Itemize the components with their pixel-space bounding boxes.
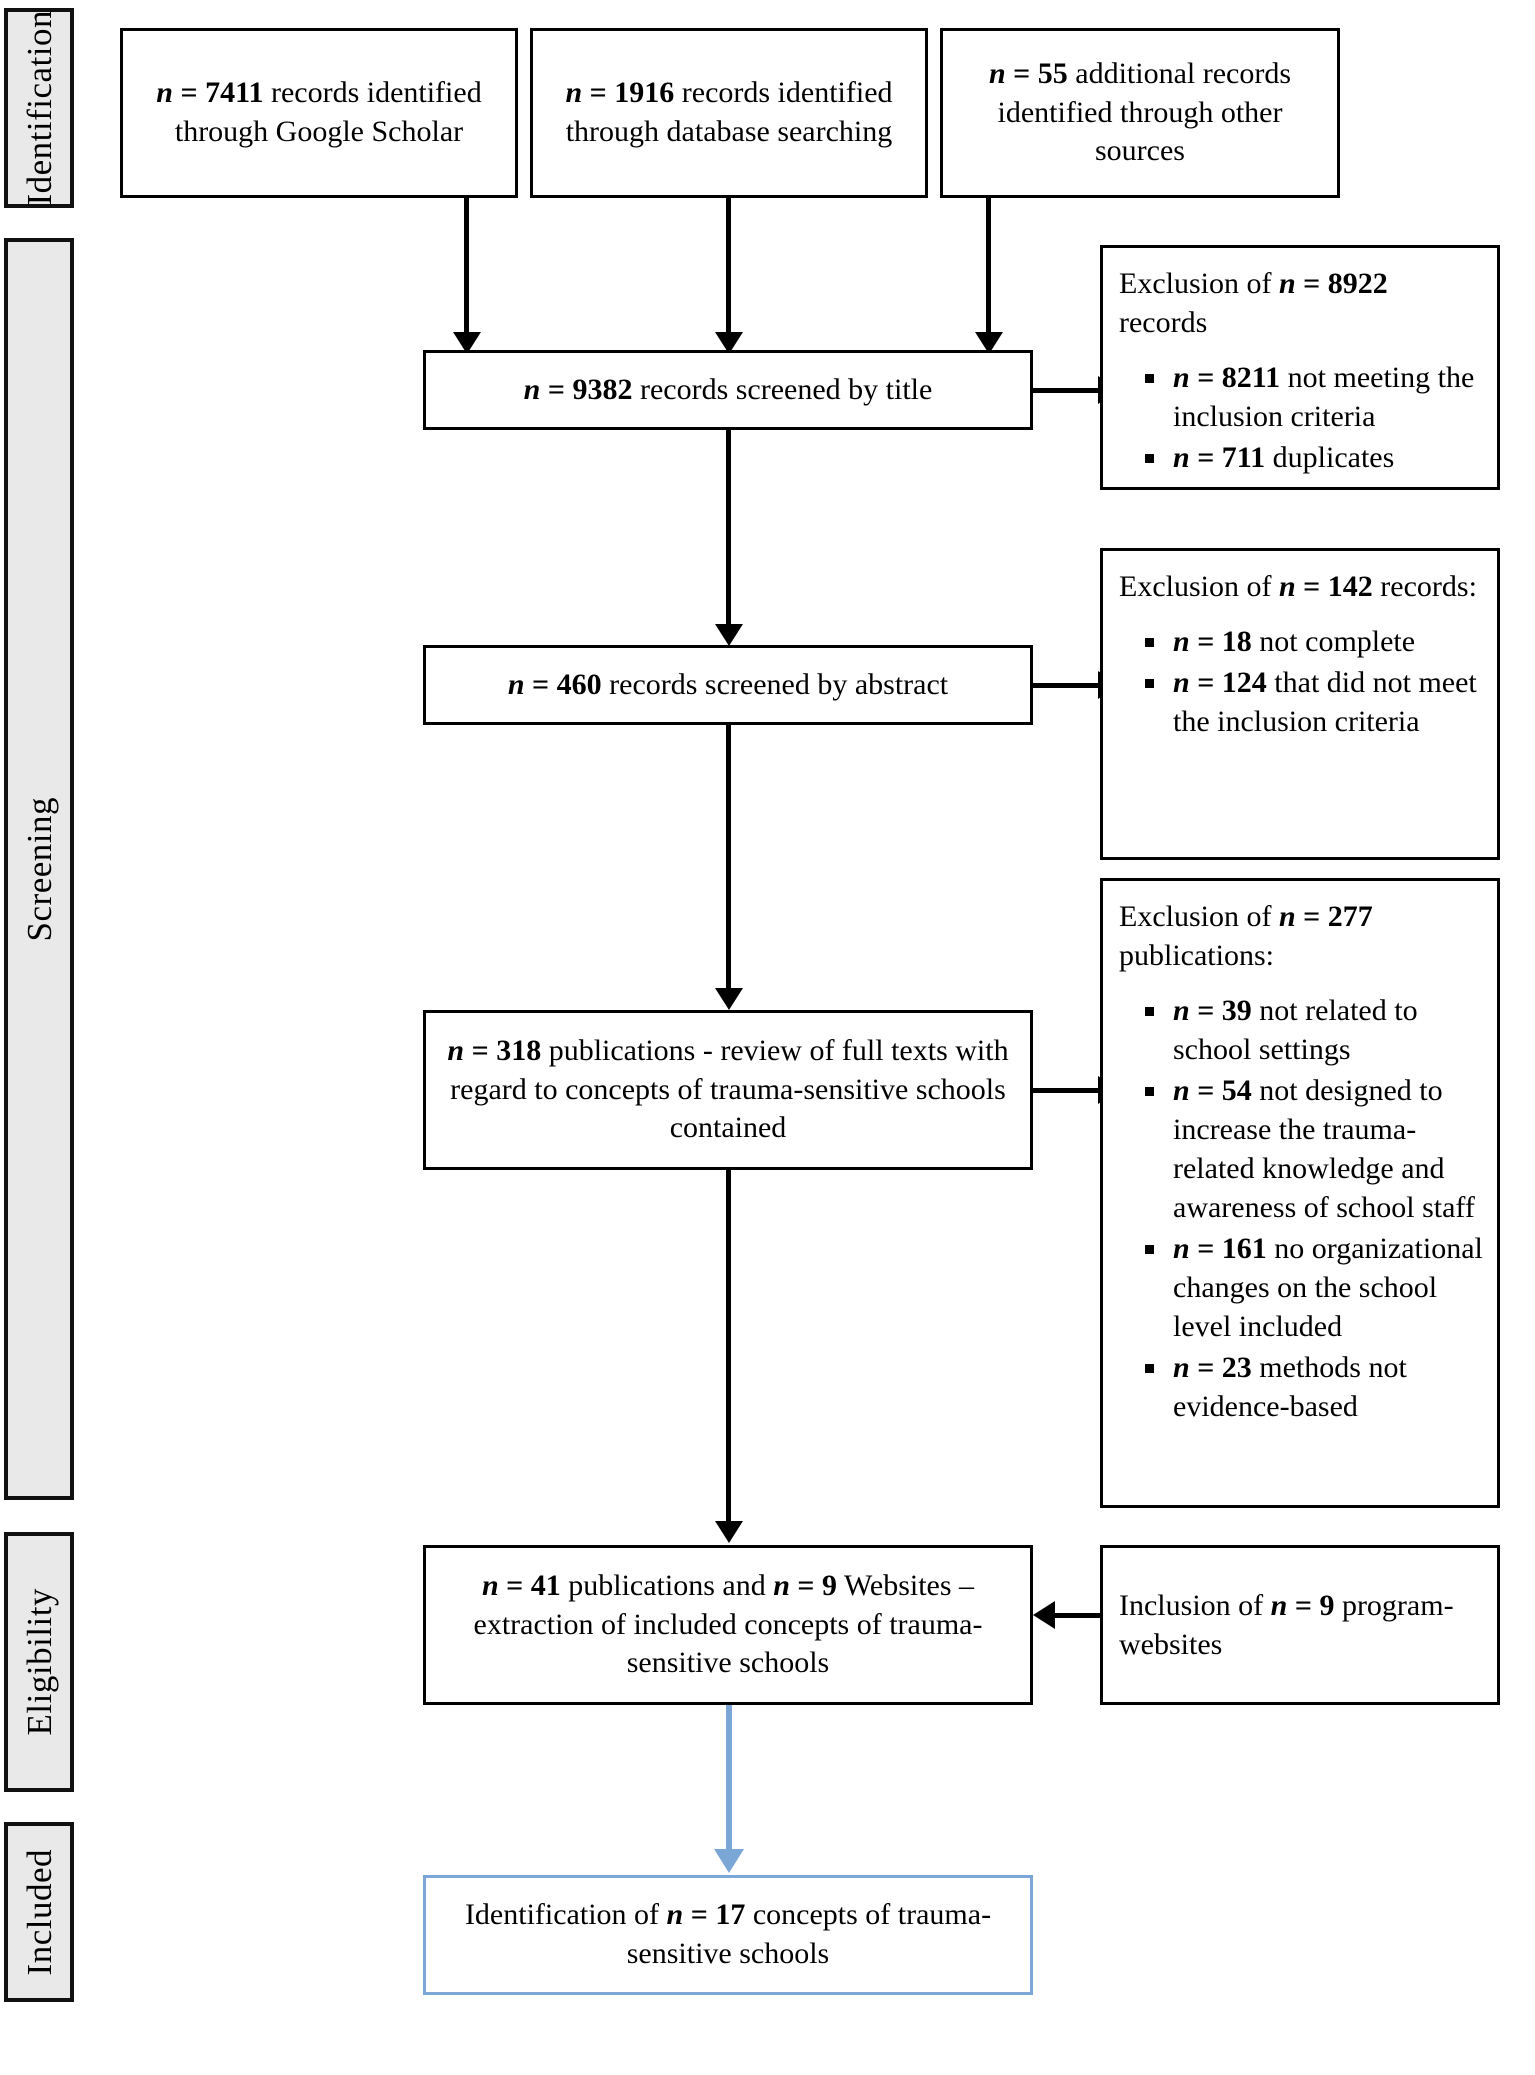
flow-box-fulltext-review: n = 318 publications - review of full te… [423, 1010, 1033, 1170]
stage-label-identification: Identification [4, 8, 74, 208]
connector-line-abstract-to-fulltext [726, 725, 731, 995]
stage-label-included: Included [4, 1822, 74, 2002]
exclusion-box-3-list: n = 39 not related to school settings n … [1103, 991, 1497, 1428]
connector-arrow-final [714, 1849, 744, 1873]
connector-line-final [726, 1705, 732, 1855]
connector-line-source3 [986, 198, 991, 338]
flow-box-final-concepts-text: Identification of n = 17 concepts of tra… [464, 1898, 992, 1970]
source-box-google-scholar-text: n = 7411 records identified through Goog… [156, 76, 482, 148]
connector-arrow-title-to-abstract [715, 624, 743, 646]
stage-label-included-text: Included [19, 1848, 59, 1976]
exclusion-list-item: n = 8211 not meeting the inclusion crite… [1143, 358, 1487, 436]
connector-line-source1 [464, 198, 469, 338]
flow-box-extraction: n = 41 publications and n = 9 Websites –… [423, 1545, 1033, 1705]
connector-line-exclusion2 [1033, 683, 1101, 688]
inclusion-box-program-websites-text: Inclusion of n = 9 program-websites [1119, 1589, 1454, 1661]
exclusion-box-1-list: n = 8211 not meeting the inclusion crite… [1103, 358, 1497, 479]
exclusion-list-item: n = 161 no organizational changes on the… [1143, 1229, 1487, 1346]
connector-line-source2 [726, 198, 731, 338]
flow-box-fulltext-review-text: n = 318 publications - review of full te… [447, 1033, 1009, 1145]
flow-box-screened-by-abstract-text: n = 460 records screened by abstract [507, 667, 949, 701]
exclusion-box-2-list: n = 18 not complete n = 124 that did not… [1103, 622, 1497, 743]
source-box-other-sources-text: n = 55 additional records identified thr… [988, 56, 1292, 168]
source-box-other-sources: n = 55 additional records identified thr… [940, 28, 1340, 198]
exclusion-list-item: n = 23 methods not evidence-based [1143, 1348, 1487, 1426]
exclusion-list-item: n = 18 not complete [1143, 622, 1487, 661]
flow-box-screened-by-title: n = 9382 records screened by title [423, 350, 1033, 430]
exclusion-list-item: n = 54 not designed to increase the trau… [1143, 1071, 1487, 1227]
stage-label-identification-text: Identification [19, 10, 59, 206]
connector-line-exclusion1 [1033, 388, 1101, 393]
connector-arrow-inclusion-websites [1033, 1601, 1055, 1629]
connector-arrow-source1 [453, 332, 481, 354]
connector-line-title-to-abstract [726, 430, 731, 630]
connector-line-inclusion-websites [1055, 1613, 1105, 1618]
stage-label-eligibility-text: Eligibility [19, 1588, 59, 1736]
connector-arrow-abstract-to-fulltext [715, 988, 743, 1010]
source-box-database-searching-text: n = 1916 records identified through data… [565, 76, 893, 148]
exclusion-box-1-heading: Exclusion of n = 8922 records [1119, 267, 1388, 339]
exclusion-box-2-heading: Exclusion of n = 142 records: [1119, 570, 1477, 603]
exclusion-box-3-heading: Exclusion of n = 277 publications: [1119, 900, 1373, 972]
exclusion-list-item: n = 39 not related to school settings [1143, 991, 1487, 1069]
exclusion-box-2: Exclusion of n = 142 records: n = 18 not… [1100, 548, 1500, 860]
stage-label-screening-text: Screening [19, 796, 59, 942]
flow-box-final-concepts: Identification of n = 17 concepts of tra… [423, 1875, 1033, 1995]
source-box-database-searching: n = 1916 records identified through data… [530, 28, 928, 198]
exclusion-list-item: n = 124 that did not meet the inclusion … [1143, 663, 1487, 741]
source-box-google-scholar: n = 7411 records identified through Goog… [120, 28, 518, 198]
exclusion-box-1: Exclusion of n = 8922 records n = 8211 n… [1100, 245, 1500, 490]
flow-box-extraction-text: n = 41 publications and n = 9 Websites –… [473, 1568, 983, 1680]
exclusion-list-item: n = 711 duplicates [1143, 438, 1487, 477]
connector-arrow-source3 [975, 332, 1003, 354]
exclusion-box-3: Exclusion of n = 277 publications: n = 3… [1100, 878, 1500, 1508]
stage-label-screening: Screening [4, 238, 74, 1500]
connector-line-fulltext-to-extraction [726, 1170, 731, 1528]
stage-label-eligibility: Eligibility [4, 1532, 74, 1792]
connector-line-exclusion3 [1033, 1088, 1101, 1093]
connector-arrow-source2 [715, 332, 743, 354]
inclusion-box-program-websites: Inclusion of n = 9 program-websites [1100, 1545, 1500, 1705]
flow-box-screened-by-title-text: n = 9382 records screened by title [523, 372, 933, 406]
connector-arrow-fulltext-to-extraction [715, 1521, 743, 1543]
flow-box-screened-by-abstract: n = 460 records screened by abstract [423, 645, 1033, 725]
